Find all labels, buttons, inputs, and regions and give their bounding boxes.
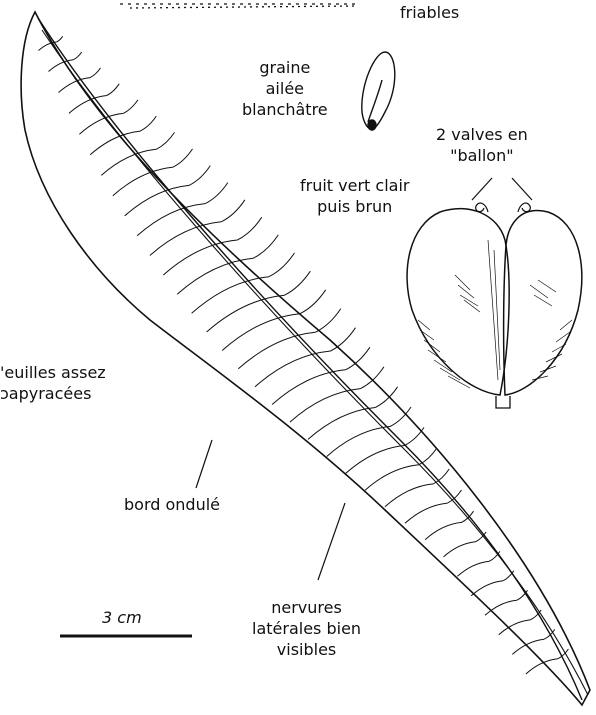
lateral-vein xyxy=(457,561,489,576)
scale-label: 3 cm xyxy=(102,607,142,628)
lateral-vein xyxy=(207,295,285,332)
lateral-vein xyxy=(177,258,253,294)
fruit-tendril-left xyxy=(476,203,488,212)
lateral-vein xyxy=(137,204,205,236)
lateral-vein xyxy=(272,370,346,405)
label-seed: graine ailée blanchâtre xyxy=(242,57,328,120)
lateral-vein xyxy=(331,328,356,351)
lateral-vein xyxy=(238,332,315,369)
leader-lines xyxy=(196,178,532,580)
label-leaves: 'euilles assez ɔapyracées xyxy=(0,362,106,404)
lateral-vein xyxy=(173,149,193,167)
lateral-vein xyxy=(405,503,448,523)
veins-leader xyxy=(318,503,345,580)
lateral-vein xyxy=(361,367,384,389)
label-veins: nervures latérales bien visibles xyxy=(252,597,361,660)
lateral-vein xyxy=(123,100,138,114)
lateral-vein xyxy=(269,253,295,277)
lateral-vein xyxy=(237,217,261,240)
valves-leader-right xyxy=(512,178,532,200)
label-valves: 2 valves en "ballon" xyxy=(436,124,528,166)
lateral-vein xyxy=(375,387,397,408)
lateral-vein xyxy=(101,149,156,175)
lateral-vein xyxy=(222,314,300,351)
lateral-vein xyxy=(315,309,341,333)
lateral-vein xyxy=(90,68,100,78)
fruit-stalk xyxy=(496,396,510,408)
lateral-vein xyxy=(471,581,503,596)
lateral-vein xyxy=(285,271,311,295)
fruit-left-valve xyxy=(407,209,509,395)
margin-leader xyxy=(196,440,212,488)
lateral-vein xyxy=(327,427,390,457)
lateral-vein xyxy=(189,166,210,186)
lateral-vein xyxy=(346,446,405,474)
fruit-tendril-right xyxy=(518,203,530,212)
top-drawing-fragment xyxy=(120,4,360,8)
lateral-vein xyxy=(107,84,120,96)
lateral-vein xyxy=(489,551,500,561)
lateral-vein xyxy=(308,408,375,440)
lateral-vein xyxy=(253,235,278,258)
lateral-vein xyxy=(503,571,514,581)
lateral-vein xyxy=(485,600,517,615)
winged-seed xyxy=(362,52,395,130)
lateral-vein xyxy=(365,465,419,491)
lateral-vein xyxy=(140,116,157,131)
label-margin: bord ondulé xyxy=(124,494,220,515)
lateral-vein xyxy=(205,183,228,204)
lateral-vein xyxy=(163,240,237,275)
fruit-right-valve xyxy=(504,211,582,395)
lateral-vein xyxy=(385,484,433,507)
lateral-vein xyxy=(444,542,476,557)
lateral-vein xyxy=(221,200,245,222)
lateral-vein xyxy=(300,290,326,314)
lateral-vein xyxy=(57,36,63,42)
lateral-vein xyxy=(156,132,174,149)
lateral-vein xyxy=(73,52,81,60)
lateral-vein xyxy=(425,522,461,539)
label-fruit: fruit vert clair puis brun xyxy=(300,175,409,217)
valves-leader-left xyxy=(472,178,492,200)
label-friables: friables xyxy=(400,2,459,23)
fruit-capsule xyxy=(407,203,582,408)
